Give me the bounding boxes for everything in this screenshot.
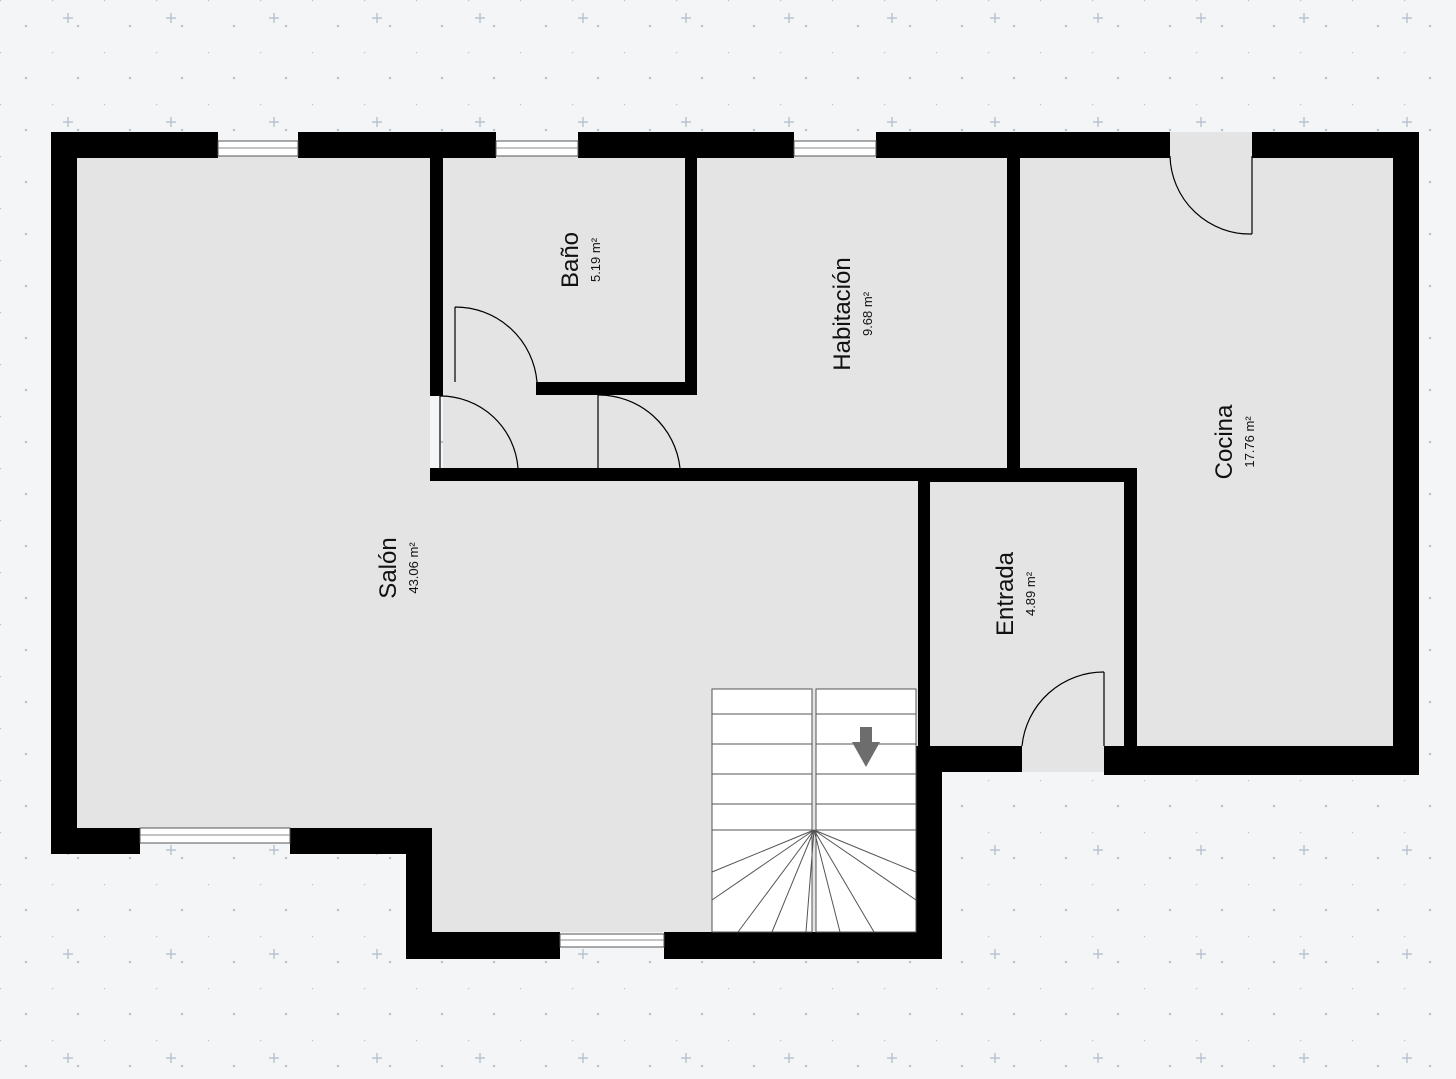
floor-entrada[interactable] [930,482,1124,746]
room-name: Cocina [1211,404,1238,479]
room-name: Baño [557,232,584,288]
wall-top-5 [1252,132,1419,158]
room-label-bano: Baño 5.19 m² [557,232,603,288]
room-area: 9.68 m² [860,291,875,336]
wall-bottom-left-1 [51,828,140,854]
wall-entrada-top [918,468,1137,482]
stair-tread [813,829,841,933]
staircase-icon [711,688,917,933]
wall-bottom-cocina [1104,746,1419,775]
wall-bano-bottom [536,382,697,395]
wall-hall-bottom [430,468,1022,481]
door-habitacion[interactable] [597,394,681,469]
room-label-salon: Salón 43.06 m² [375,537,421,598]
wall-bottom-1 [406,932,560,959]
wall-entrada-left [918,468,930,748]
floor-areas [76,132,1394,932]
room-label-entrada: Entrada 4.89 m² [992,551,1038,636]
door-bano[interactable] [454,306,538,383]
floor-bano[interactable] [443,156,685,382]
door-cocina[interactable] [1169,155,1253,235]
wall-bottom-entrada [916,746,1022,772]
room-name: Habitación [829,257,856,370]
wall-top-2 [298,132,496,158]
room-area: 5.19 m² [588,237,603,282]
stair-tread [711,829,815,873]
room-name: Entrada [992,551,1019,636]
wall-top-4 [876,132,1170,158]
wall-top-1 [51,132,218,158]
doors [439,155,1253,747]
stair-tread [771,829,815,933]
walls [51,132,1419,959]
stair-tread [813,829,917,901]
stair-tread [813,829,917,873]
room-name: Salón [375,537,402,598]
stair-tread [805,829,815,933]
room-area: 17.76 m² [1242,416,1257,468]
wall-cocina-left [1007,156,1020,481]
wall-right [1393,132,1419,775]
arrow-down-icon [852,727,880,767]
room-label-cocina: Cocina 17.76 m² [1211,404,1257,479]
stair-tread [711,829,815,901]
wall-bano-left-top [430,156,443,382]
stair-tread [813,829,875,933]
wall-bano-right [685,156,697,395]
wall-bottom-2 [664,932,942,959]
room-area: 4.89 m² [1023,571,1038,616]
door-salon-hall[interactable] [439,395,519,469]
room-area: 43.06 m² [406,542,421,594]
floor-entrance-door-gap [1022,746,1104,772]
room-label-habitacion: Habitación 9.68 m² [829,257,875,370]
stair-tread [737,829,815,933]
wall-top-3 [578,132,794,158]
wall-entrada-right [1124,468,1137,748]
floor-salon[interactable] [76,156,918,932]
wall-left [51,132,77,854]
stair-flight-left [711,688,813,933]
wall-bano-left-bottom [430,382,443,396]
wall-stair-right [916,746,942,959]
floor-kitchen-door-gap [1170,132,1252,158]
door-entrada[interactable] [1021,671,1105,747]
